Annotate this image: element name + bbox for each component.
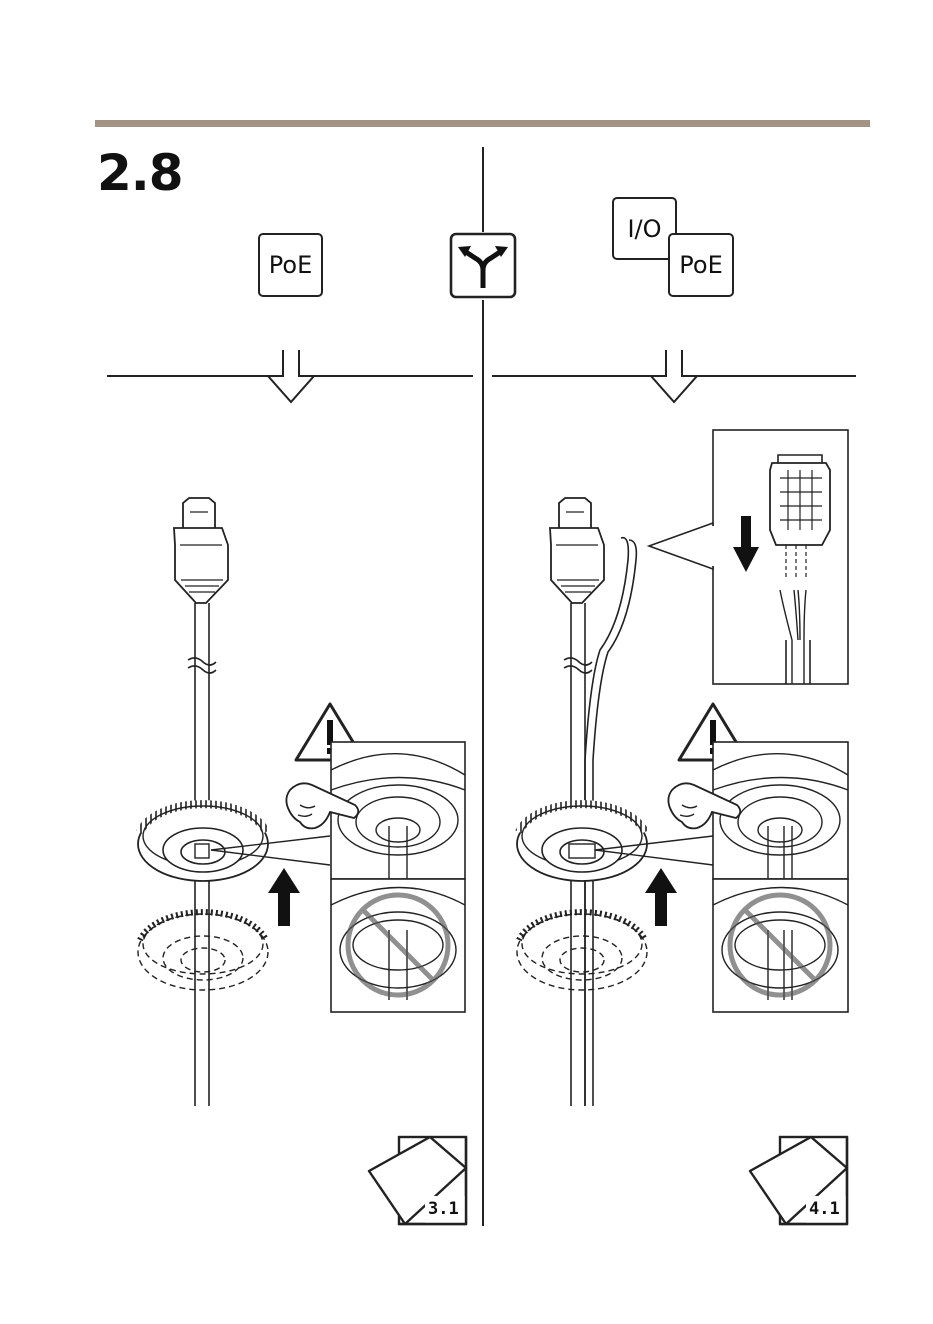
detail-incorrect-fit xyxy=(331,879,465,1012)
gasket-outline-dashed xyxy=(138,912,268,990)
detail-incorrect-fit xyxy=(713,879,848,1012)
next-step-ref-right[interactable]: 4.1 xyxy=(809,1199,840,1219)
cable-gasket xyxy=(517,804,647,881)
detail-correct-fit xyxy=(668,742,848,879)
hollow-down-arrow-icon xyxy=(107,350,473,402)
arrow-up-icon xyxy=(268,868,300,926)
fork-arrows-icon xyxy=(451,234,515,297)
detail-correct-fit xyxy=(286,742,465,879)
io-connector-detail xyxy=(649,430,848,684)
gasket-outline-dashed xyxy=(517,912,647,990)
arrow-up-icon xyxy=(645,868,677,926)
hollow-down-arrow-icon xyxy=(492,350,856,402)
next-step-ref-left[interactable]: 3.1 xyxy=(428,1199,459,1219)
cable-gasket xyxy=(138,804,268,881)
